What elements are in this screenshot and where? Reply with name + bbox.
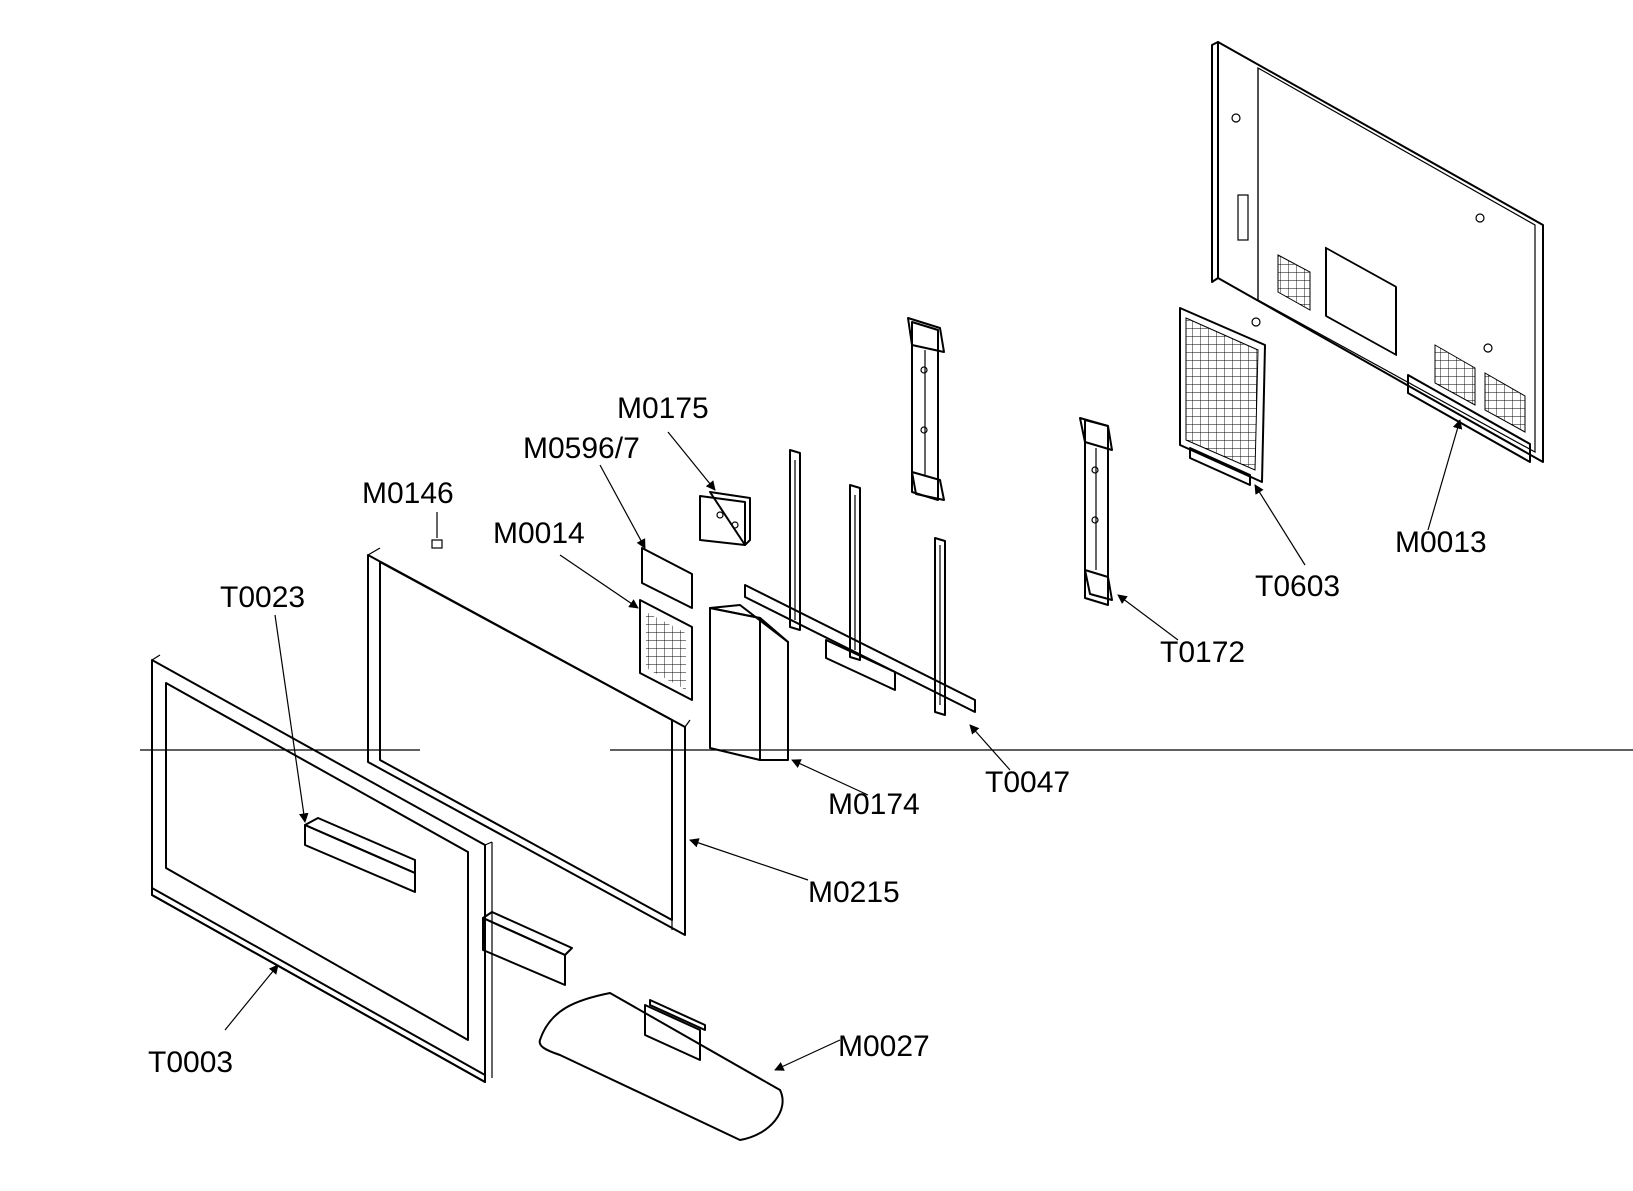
part-stand-base: [538, 992, 784, 1141]
label-M0146: M0146: [362, 477, 454, 510]
label-M0027: M0027: [838, 1030, 930, 1063]
label-M0175: M0175: [617, 392, 709, 425]
part-lcd-frame: [367, 547, 691, 936]
part-clip: [431, 539, 443, 549]
label-T0023: T0023: [220, 581, 305, 614]
label-T0047: T0047: [985, 766, 1070, 799]
part-board-small: [641, 547, 693, 609]
part-board: [639, 599, 693, 701]
label-M0215: M0215: [808, 876, 900, 909]
part-back-cover: [1211, 41, 1544, 463]
label-T0003: T0003: [148, 1046, 233, 1079]
label-M0596-7: M0596/7: [523, 432, 640, 465]
label-T0172: T0172: [1160, 636, 1245, 669]
part-shield-plate: [1179, 307, 1266, 486]
label-M0014: M0014: [493, 517, 585, 550]
label-M0174: M0174: [828, 788, 920, 821]
part-bracket-right: [1079, 417, 1113, 606]
callout-labels: M0013 T0603 T0172 M0175 M0596/7 M0146 M0…: [148, 392, 1487, 1079]
part-power-box: [709, 604, 789, 761]
leader-lines: [224, 419, 1463, 1071]
part-front-bezel: [151, 654, 493, 1083]
label-M0013: M0013: [1395, 526, 1487, 559]
part-stand-bracket: [304, 817, 416, 893]
part-bracket-upper: [907, 317, 945, 501]
label-T0603: T0603: [1255, 570, 1340, 603]
part-rail-frame: [744, 449, 976, 716]
part-stand-neck: [482, 911, 573, 986]
part-small-bracket: [699, 491, 751, 546]
